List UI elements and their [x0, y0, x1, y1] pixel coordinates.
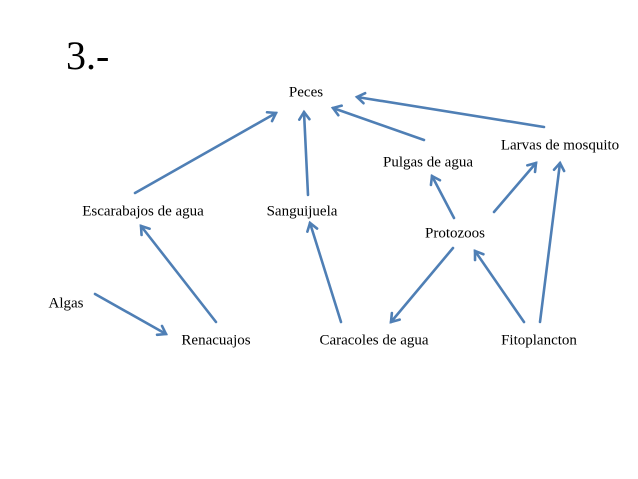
arrow-protozoos-to-pulgas [430, 174, 456, 220]
arrow-larvas-to-peces [355, 95, 546, 129]
node-algas: Algas [48, 295, 84, 312]
arrowhead-protozoos-to-caracoles [389, 311, 401, 324]
arrowhead-larvas-to-peces [354, 91, 367, 105]
node-escarabajos-de-agua: Escarabajos de agua [82, 203, 204, 220]
arrow-algas-to-renacuajos [93, 292, 168, 336]
arrowhead-protozoos-to-pulgas [429, 173, 442, 187]
arrowhead-caracoles-to-sanguijuela [306, 220, 319, 233]
node-caracoles-de-agua: Caracoles de agua [319, 332, 429, 349]
node-fitoplancton: Fitoplancton [501, 332, 577, 349]
node-sanguijuela: Sanguijuela [266, 203, 338, 220]
node-larvas-de-mosquito: Larvas de mosquito [500, 137, 620, 154]
arrow-pulgas-to-peces [331, 106, 426, 142]
arrowhead-algas-to-renacuajos [155, 324, 169, 337]
arrowhead-sanguijuela-to-peces [297, 109, 311, 121]
node-peces: Peces [288, 84, 324, 101]
arrow-caracoles-to-sanguijuela [308, 221, 343, 324]
node-pulgas-de-agua: Pulgas de agua [383, 154, 473, 171]
arrowhead-fitoplancton-to-protozoos [473, 249, 485, 262]
arrow-protozoos-to-caracoles [389, 246, 455, 324]
arrowhead-protozoos-to-larvas [526, 161, 538, 174]
arrow-fitoplancton-to-protozoos [473, 249, 526, 324]
arrowhead-renacuajos-to-escarabajos [139, 224, 151, 237]
arrowhead-escarabajos-to-peces [265, 110, 279, 123]
arrowhead-fitoplancton-to-larvas [552, 160, 566, 173]
arrow-escarabajos-to-peces [133, 111, 278, 195]
node-protozoos: Protozoos [425, 225, 485, 242]
arrow-protozoos-to-larvas [492, 161, 538, 214]
arrow-sanguijuela-to-peces [302, 110, 310, 197]
arrow-renacuajos-to-escarabajos [139, 224, 218, 324]
node-renacuajos: Renacuajos [181, 332, 251, 349]
slide-title: 3.- [66, 33, 110, 78]
arrowhead-pulgas-to-peces [330, 104, 343, 117]
arrow-fitoplancton-to-larvas [538, 161, 562, 324]
